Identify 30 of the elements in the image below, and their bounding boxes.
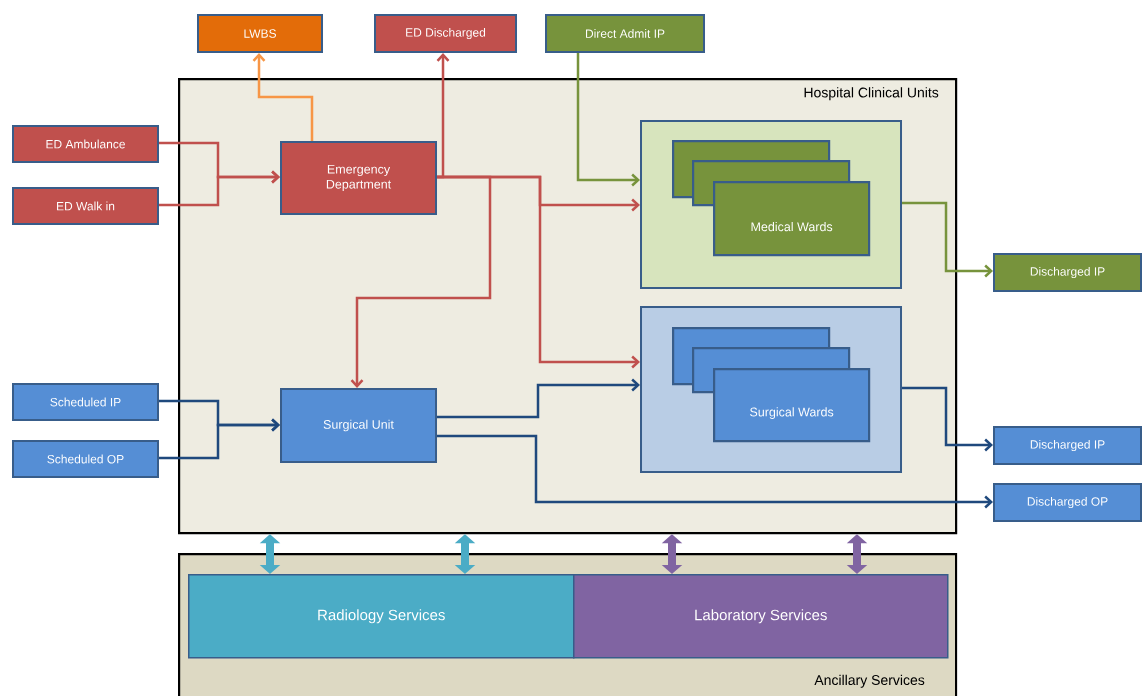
service-box: Laboratory Services <box>573 574 949 659</box>
double-arrow <box>454 534 476 574</box>
unit-box: Emergency Department <box>280 141 437 215</box>
outcome-box: Discharged IP <box>993 426 1142 465</box>
arrow <box>436 53 450 179</box>
source-box: Scheduled IP <box>12 383 159 421</box>
arrow <box>159 170 280 207</box>
arrow <box>437 434 994 509</box>
service-box: Radiology Services <box>188 574 575 659</box>
source-box: ED Walk in <box>12 187 159 225</box>
outcome-box: Discharged OP <box>993 483 1142 522</box>
arrow <box>350 175 492 388</box>
outcome-box: LWBS <box>197 14 323 53</box>
arrow <box>902 386 994 452</box>
source-box: Scheduled OP <box>12 440 159 478</box>
ward-box: Medical Wards <box>713 181 871 257</box>
double-arrow <box>259 534 281 574</box>
arrow <box>159 418 280 460</box>
double-arrow <box>661 534 683 574</box>
double-arrow <box>846 534 868 574</box>
source-box: ED Ambulance <box>12 125 159 163</box>
source-box: Direct Admit IP <box>545 14 705 53</box>
arrow <box>576 53 640 187</box>
unit-box: Surgical Unit <box>280 388 437 463</box>
arrow <box>902 201 994 278</box>
ward-box: Surgical Wards <box>713 368 871 443</box>
outcome-box: Discharged IP <box>993 253 1142 292</box>
outcome-box: ED Discharged <box>374 14 517 53</box>
arrow <box>437 378 640 419</box>
arrow <box>252 53 314 141</box>
